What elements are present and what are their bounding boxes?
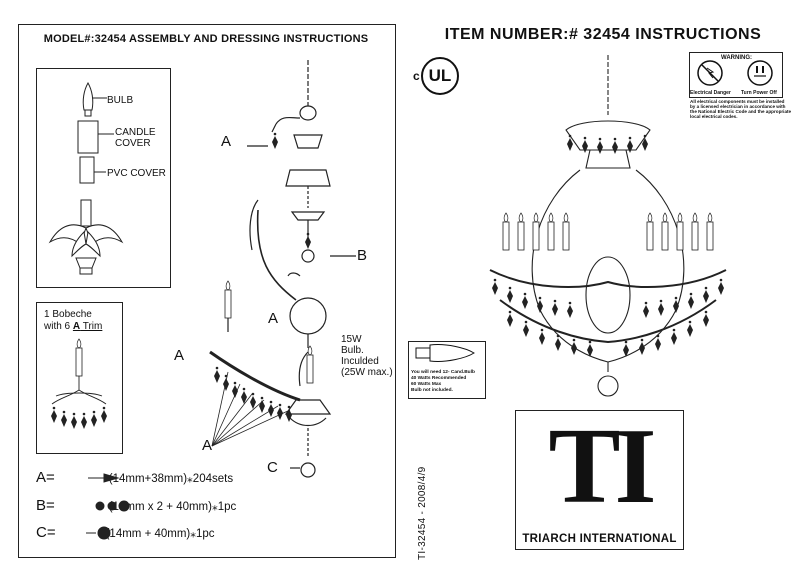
callout-a-top: A: [221, 133, 232, 150]
bulb-info-3: 60 Watts Max: [411, 382, 442, 387]
company-name: TRIARCH INTERNATIONAL: [522, 533, 677, 545]
bobeche-box: [36, 302, 123, 454]
right-panel-title: ITEM NUMBER:# 32454 INSTRUCTIONS: [444, 26, 762, 43]
callout-c: C: [267, 459, 278, 476]
warning-right-caption: Turn Power Off: [741, 90, 777, 96]
candle-cover-label-2: COVER: [115, 138, 151, 149]
legend-row-a: A= (14mm+38mm)⁎204sets: [36, 469, 234, 486]
cert-c: c: [413, 69, 420, 83]
ul-logo-icon: UL: [421, 57, 459, 95]
bulb-label: BULB: [107, 95, 134, 106]
bulb-note-1: 15W: [341, 334, 362, 345]
pvc-cover-label: PVC COVER: [107, 168, 166, 179]
left-panel-title: MODEL#:32454 ASSEMBLY AND DRESSING INSTR…: [43, 33, 369, 45]
bobeche-line-1: 1 Bobeche: [44, 309, 92, 320]
bulb-note-4: (25W max.): [341, 367, 393, 378]
left-panel-frame: [18, 24, 396, 558]
callout-a-mid: A: [268, 310, 279, 327]
callout-a-left: A: [174, 347, 185, 364]
warning-left-caption: Electrical Danger: [690, 90, 731, 96]
parts-box: [36, 68, 171, 288]
vertical-document-code: TI-32454 - 2008/4/9: [417, 466, 428, 560]
warning-note-4: local electrical codes.: [690, 114, 738, 119]
legend-row-b: B= (14mm x 2 + 40mm)⁎1pc: [36, 497, 237, 514]
warning-note-2: by a licensed electrician in accordance …: [690, 104, 786, 109]
bulb-info-1: You will need 12- Cand.Bulb: [411, 370, 475, 375]
triarch-logo: TI TRIARCH INTERNATIONAL: [515, 410, 684, 550]
bulb-info-2: 40 Watts Recommended: [411, 376, 467, 381]
warning-title: WARNING:: [721, 55, 752, 61]
bulb-note-2: Bulb.: [341, 345, 364, 356]
ti-logo-letters: TI: [548, 407, 656, 526]
candle-cover-label-1: CANDLE: [115, 127, 156, 138]
legend-row-c: C= (14mm + 40mm)⁎1pc: [36, 524, 215, 541]
bulb-note-3: Inculded: [341, 356, 379, 367]
callout-b: B: [357, 247, 368, 264]
callout-a-bottom: A: [202, 437, 213, 454]
bulb-info-4: Bulb not included.: [411, 388, 453, 393]
warning-note-1: All electrical components must be instal…: [690, 99, 785, 104]
bobeche-line-2: with 6 A Trim: [44, 321, 103, 332]
warning-note-3: the National Electric Code and the appro…: [690, 109, 792, 114]
